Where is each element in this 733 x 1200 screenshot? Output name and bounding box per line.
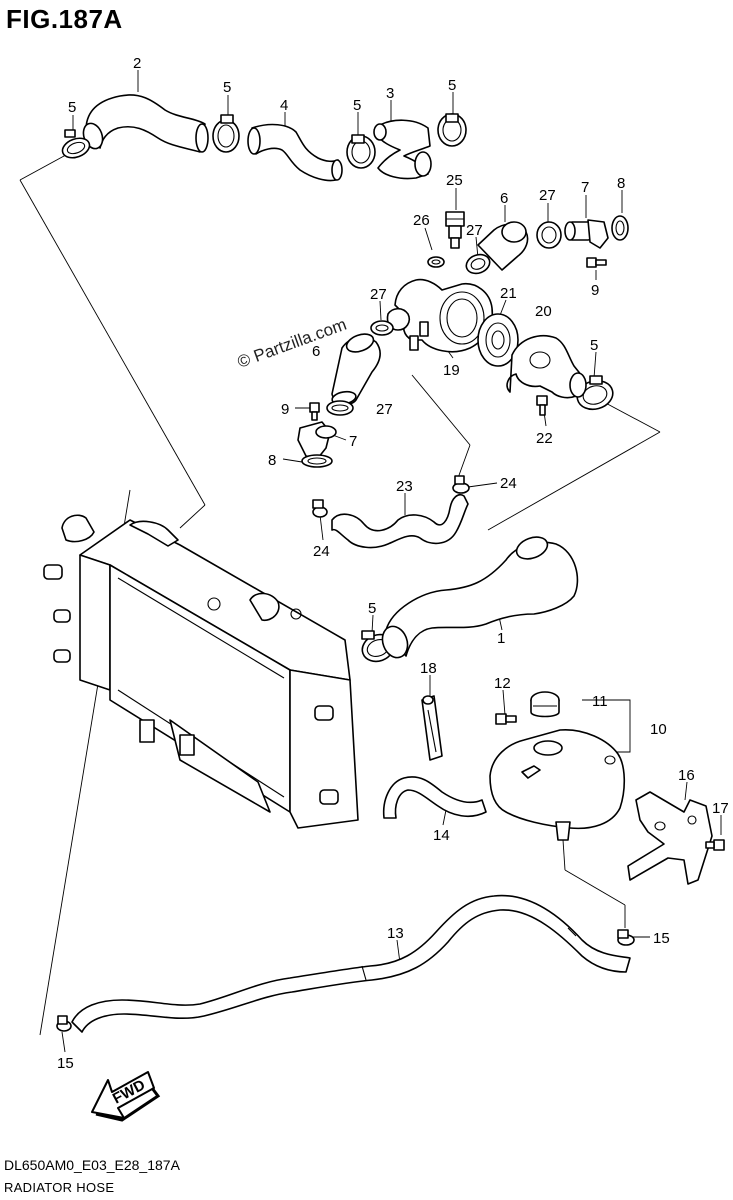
clamp-24-a <box>312 499 328 518</box>
callout-3: 3 <box>386 85 394 102</box>
callout-23: 23 <box>396 478 413 495</box>
thermostat-21 <box>477 313 519 367</box>
callout-5-d: 5 <box>448 77 456 94</box>
callout-22: 22 <box>536 430 553 447</box>
callout-13: 13 <box>387 925 404 942</box>
callout-27-a: 27 <box>539 187 556 204</box>
callout-21: 21 <box>500 285 517 302</box>
hose-4 <box>247 123 343 182</box>
callout-20: 20 <box>535 303 552 320</box>
callout-18: 18 <box>420 660 437 677</box>
callout-10: 10 <box>650 721 667 738</box>
diagram-caption: RADIATOR HOSE <box>4 1180 115 1195</box>
callout-4: 4 <box>280 97 288 114</box>
fitting-7-upper <box>564 219 609 249</box>
callout-24-b: 24 <box>313 543 330 560</box>
callout-8-b: 8 <box>268 452 276 469</box>
callout-5-f: 5 <box>368 600 376 617</box>
hose-13 <box>71 894 631 1033</box>
callout-15-a: 15 <box>57 1055 74 1072</box>
callout-14: 14 <box>433 827 450 844</box>
callout-24-a: 24 <box>500 475 517 492</box>
fitting-7-lower <box>297 421 337 459</box>
callout-ticks <box>61 70 722 1053</box>
clamp-5-a <box>61 129 91 159</box>
callout-8-a: 8 <box>617 175 625 192</box>
o-ring-8-lower <box>301 454 333 468</box>
bolt-12 <box>495 713 517 725</box>
hose-14 <box>382 776 487 819</box>
model-code: DL650AM0_E03_E28_187A <box>4 1157 180 1173</box>
callout-27-c: 27 <box>370 286 387 303</box>
gasket-26 <box>427 256 445 268</box>
clamp-27-d <box>326 400 354 416</box>
callout-6-a: 6 <box>500 190 508 207</box>
callout-1: 1 <box>497 630 505 647</box>
radiator <box>43 514 359 829</box>
clamp-15-b <box>617 929 635 946</box>
callout-26: 26 <box>413 212 430 229</box>
callout-27-d: 27 <box>376 401 393 418</box>
clamp-5-c <box>346 134 376 169</box>
callout-6-b: 6 <box>312 343 320 360</box>
callout-9-b: 9 <box>281 401 289 418</box>
bracket-16 <box>627 791 713 885</box>
callout-11: 11 <box>592 693 608 710</box>
hose-23 <box>331 493 469 549</box>
callout-19: 19 <box>443 362 460 379</box>
hose-6-lower <box>331 333 381 406</box>
sensor-25 <box>445 211 465 249</box>
callout-5-a: 5 <box>68 99 76 116</box>
callout-labels: 2 5 5 4 5 3 5 25 6 27 7 8 26 27 9 27 21 … <box>57 55 729 1072</box>
reservoir-tank-10 <box>489 729 626 841</box>
callout-27-b: 27 <box>466 222 483 239</box>
hose-1 <box>381 536 579 659</box>
callout-17: 17 <box>712 800 729 817</box>
o-ring-8-upper <box>611 215 629 241</box>
bolt-22 <box>536 395 548 416</box>
watermark: © Partzilla.com <box>235 315 349 372</box>
callout-7-b: 7 <box>349 433 357 450</box>
callout-25: 25 <box>446 172 463 189</box>
bolt-9-lower <box>309 402 320 421</box>
callout-12: 12 <box>494 675 511 692</box>
figure-title: FIG.187A <box>6 4 123 34</box>
clamp-27-a <box>536 221 562 249</box>
clamp-24-b <box>452 475 470 494</box>
hose-3 <box>373 119 432 180</box>
clamp-15-a <box>56 1015 72 1032</box>
stay-18 <box>421 695 443 761</box>
reservoir-cap-11 <box>530 691 560 718</box>
callout-16: 16 <box>678 767 695 784</box>
clamp-27-b <box>465 253 491 275</box>
callout-15-b: 15 <box>653 930 670 947</box>
callout-7-a: 7 <box>581 179 589 196</box>
fwd-arrow: FWD <box>91 1071 161 1122</box>
callout-5-e: 5 <box>590 337 598 354</box>
clamp-5-b <box>212 114 240 153</box>
callout-5-c: 5 <box>353 97 361 114</box>
bolt-9-upper <box>586 257 607 268</box>
thermostat-housing-19 <box>386 278 494 353</box>
hose-6-upper <box>477 221 529 271</box>
hose-2 <box>82 94 209 153</box>
thermostat-cover-20 <box>506 334 587 399</box>
callout-5-b: 5 <box>223 79 231 96</box>
clamp-27-c <box>370 320 394 336</box>
callout-9-a: 9 <box>591 282 599 299</box>
clamp-5-d <box>437 113 467 147</box>
bolt-17 <box>705 839 725 851</box>
callout-2: 2 <box>133 55 141 72</box>
